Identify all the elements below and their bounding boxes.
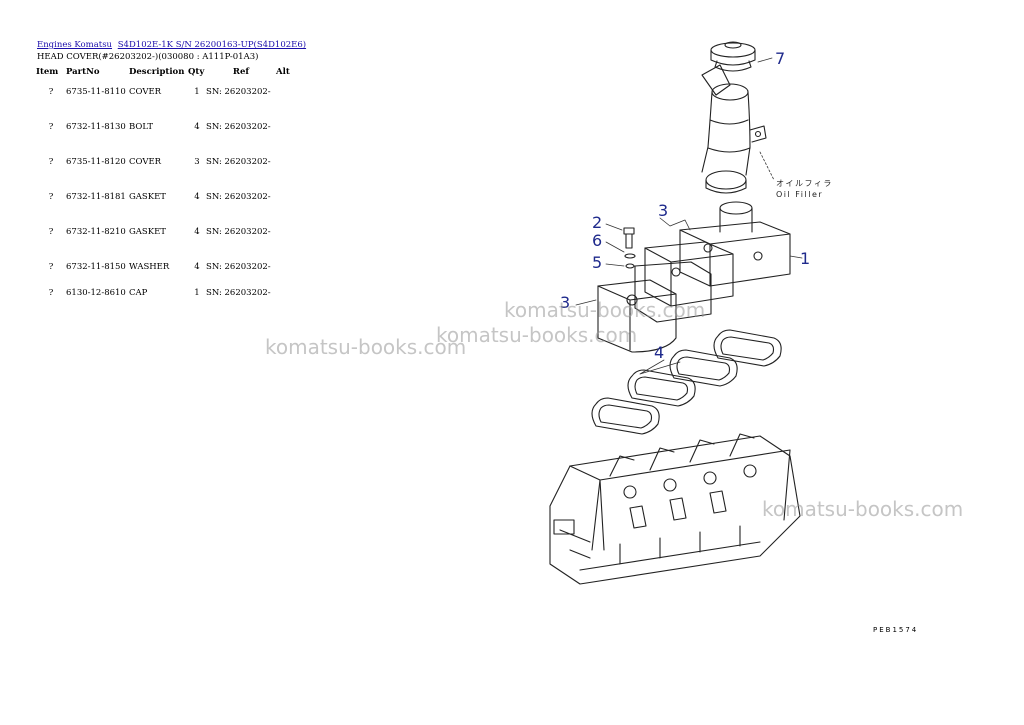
cell-ref: SN: 26203202- [206,227,271,237]
cell-description: COVER [129,87,162,97]
callout-2: 2 [592,213,602,232]
cell-qty: 4 [194,122,200,132]
cell-partno: 6130-12-8610 [66,288,126,298]
cell-ref: SN: 26203202- [206,122,271,132]
cell-partno: 6732-11-8130 [66,122,126,132]
watermark: komatsu-books.com [265,335,467,359]
parts-table: Item PartNo Description Qty Ref Alt ? 673… [36,66,306,300]
cell-partno: 6735-11-8120 [66,157,126,167]
exploded-parts-diagram: 7 2 6 5 3 3 1 4 オイルフィラ Oil Filler [549,41,833,585]
cell-item: ? [48,87,54,97]
header-ref: Ref [232,67,250,77]
cell-item: ? [48,122,54,132]
callout-4: 4 [654,343,664,362]
cell-qty: 1 [194,87,200,97]
cell-alt [276,183,306,218]
cell-description: COVER [129,157,162,167]
oil-filler-label-jp: オイルフィラ [776,179,833,188]
cell-qty: 4 [194,227,200,237]
head-cover [634,201,791,323]
callout-7: 7 [775,49,785,68]
oil-filler-label-en: Oil Filler [776,190,823,199]
leader-lines [575,57,803,375]
cell-ref: SN: 26203202- [206,87,271,97]
callout-3-lower: 3 [560,293,570,312]
watermark: komatsu-books.com [436,323,638,347]
drawing-code: PEB1574 [873,626,919,634]
cell-description: WASHER [129,262,170,272]
cell-alt [276,78,306,113]
callout-5: 5 [592,253,602,272]
gaskets [591,329,782,435]
cell-item: ? [48,192,54,202]
table-header-row: Item PartNo Description Qty Ref Alt [36,66,306,78]
breadcrumb-link-engines[interactable]: Engines Komatsu [37,40,113,50]
cell-description: BOLT [129,122,153,132]
cell-qty: 1 [194,288,200,298]
cell-ref: SN: 26203202- [206,157,271,167]
cell-qty: 3 [194,157,200,167]
watermark: komatsu-books.com [762,497,964,521]
cell-description: CAP [129,288,148,298]
header-qty: Qty [188,67,205,77]
cell-item: ? [48,157,54,167]
callout-1: 1 [800,249,810,268]
breadcrumb-link-model[interactable]: S4D102E-1K S/N 26200163-UP(S4D102E6) [117,40,307,50]
front-cover [597,279,677,353]
oil-filler-cap [710,41,756,72]
seal-washer [625,263,635,269]
cell-ref: SN: 26203202- [206,288,271,298]
cell-description: GASKET [129,192,166,202]
cell-alt [276,253,306,288]
cell-item: ? [48,262,54,272]
header-alt: Alt [276,67,290,77]
cell-qty: 4 [194,192,200,202]
cell-alt [276,218,306,253]
cell-description: GASKET [129,227,166,237]
cell-alt [276,113,306,148]
cell-partno: 6732-11-8210 [66,227,126,237]
cell-qty: 4 [194,262,200,272]
callout-3-upper: 3 [658,201,668,220]
cell-alt [276,288,306,300]
washer [624,253,636,259]
bolt [623,227,635,249]
header-item: Item [36,67,59,77]
header-partno: PartNo [66,67,100,77]
oil-filler-tube [701,64,767,194]
cell-item: ? [48,227,54,237]
cell-item: ? [48,288,54,298]
cell-alt [276,148,306,183]
cell-partno: 6735-11-8110 [66,87,126,97]
cell-ref: SN: 26203202- [206,262,271,272]
header-description: Description [129,67,185,77]
callout-6: 6 [592,231,602,250]
cell-partno: 6732-11-8150 [66,262,126,272]
breadcrumb: Engines Komatsu S4D102E-1K S/N 26200163-… [37,40,309,50]
watermark: komatsu-books.com [504,298,706,322]
cylinder-head [549,433,801,585]
cell-partno: 6732-11-8181 [66,192,126,202]
cell-ref: SN: 26203202- [206,192,271,202]
page-title: HEAD COVER(#26203202-)(030080 : A111P-01… [37,52,259,62]
